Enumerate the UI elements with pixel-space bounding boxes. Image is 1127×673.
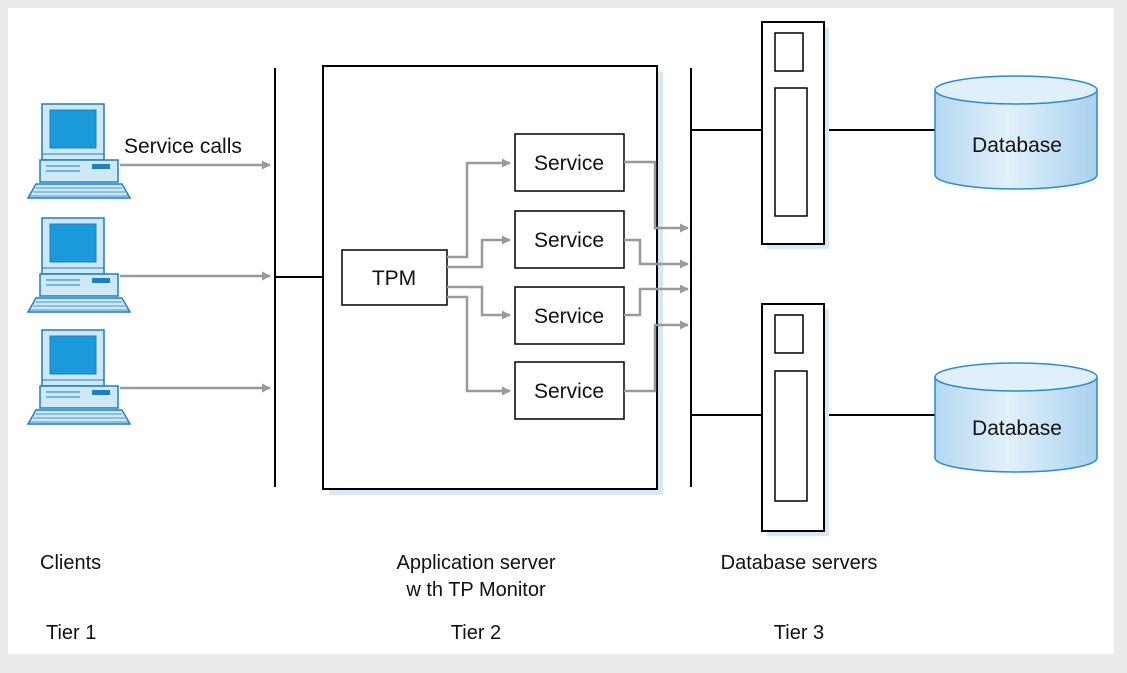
service-arrow-2 [624, 238, 689, 269]
app-server-caption-line1: Application server [397, 552, 556, 574]
client-arrows [120, 160, 271, 393]
tpm-box [341, 249, 448, 306]
service-arrow-3 [624, 284, 689, 317]
service-label-1: Service [534, 152, 604, 175]
tier1-label: Tier 1 [46, 622, 96, 644]
service-label-4: Service [534, 380, 604, 403]
tpm-arrow-4 [447, 295, 511, 396]
app-server-caption-line2: w th TP Monitor [405, 579, 546, 601]
tier3-label: Tier 3 [774, 622, 824, 644]
clients-caption: Clients [40, 552, 101, 574]
service-arrow-4 [624, 320, 689, 393]
service-box-2 [514, 210, 625, 269]
service-box-3 [514, 286, 625, 345]
service-label-3: Service [534, 305, 604, 328]
tpm-arrow-1 [447, 158, 511, 259]
database-1-icon [934, 75, 1098, 190]
service-label-2: Service [534, 229, 604, 252]
service-box-1 [514, 133, 625, 192]
database-label-2: Database [972, 417, 1062, 440]
service-box-4 [514, 361, 625, 420]
tpm-arrow-2 [447, 235, 511, 269]
database-server-1-icon [761, 21, 829, 249]
tpm-arrow-3 [447, 285, 511, 320]
tpm-service-arrows [447, 158, 511, 396]
tpm-label: TPM [372, 267, 416, 290]
service-bus-arrows [624, 160, 689, 393]
tier2-label: Tier 2 [451, 622, 501, 644]
database-label-1: Database [972, 134, 1062, 157]
database-servers-caption: Database servers [721, 552, 878, 574]
service-calls-label: Service calls [124, 135, 242, 158]
database-server-2-icon [761, 303, 829, 536]
service-arrow-1 [624, 160, 689, 233]
database-2-icon [934, 362, 1098, 473]
